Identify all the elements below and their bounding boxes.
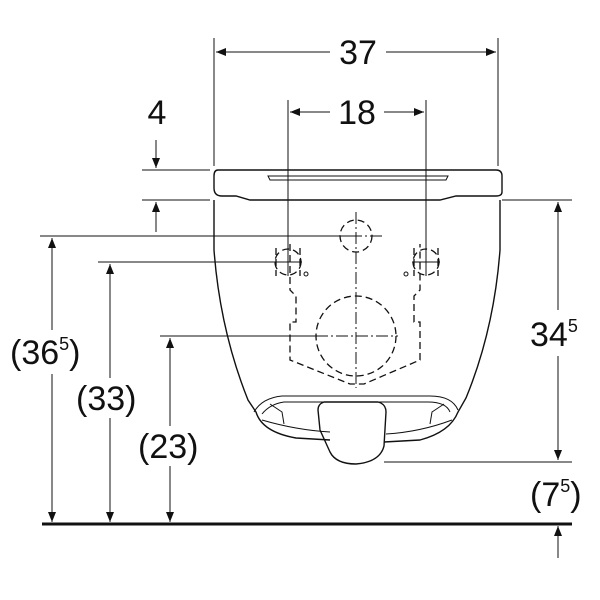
toilet-bowl xyxy=(213,200,501,465)
mounting-template-outline xyxy=(274,219,440,385)
extension-lines xyxy=(40,38,572,463)
label-bowl-to-floor-open: ( xyxy=(530,476,542,514)
center-lines xyxy=(274,100,440,388)
label-bowl-to-floor-sup: 5 xyxy=(560,476,570,496)
label-top-total-height-base: 36 xyxy=(21,334,59,372)
label-bowl-height: 345 xyxy=(530,316,578,354)
label-bowl-height-base: 34 xyxy=(530,316,568,354)
label-bowl-to-floor: (75) xyxy=(530,476,582,514)
label-top-total-height-open: ( xyxy=(10,334,22,372)
label-overall-width: 37 xyxy=(339,34,377,72)
toilet-seat xyxy=(213,169,503,201)
label-bolt-spacing: 18 xyxy=(338,94,376,132)
label-top-total-height-sup: 5 xyxy=(59,334,69,354)
label-seat-thickness: 4 xyxy=(148,94,167,132)
label-bolt-height: (33) xyxy=(76,380,136,418)
label-top-total-height-close: ) xyxy=(69,334,80,372)
label-outlet-height: (23) xyxy=(138,428,198,466)
dimension-arrows xyxy=(48,48,562,558)
label-top-total-height: (365) xyxy=(10,334,81,372)
label-bowl-to-floor-base: 7 xyxy=(541,476,560,514)
label-bowl-to-floor-close: ) xyxy=(570,476,581,514)
label-bowl-height-sup: 5 xyxy=(568,316,578,336)
